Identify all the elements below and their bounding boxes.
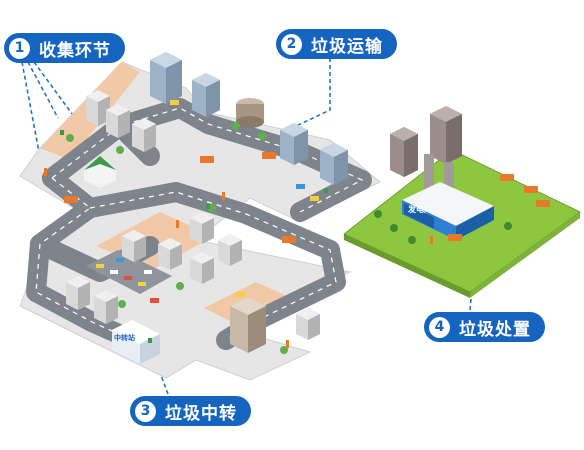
green-roof-house: [84, 156, 116, 188]
building: [218, 234, 242, 266]
building: [190, 252, 214, 284]
step-2-transport: 2 垃圾运输: [276, 29, 397, 59]
worker: [176, 220, 179, 228]
parked-car: [124, 276, 132, 280]
step-number: 2: [281, 33, 302, 55]
parked-car: [96, 264, 104, 268]
trash-bin: [148, 338, 152, 343]
building: [320, 143, 348, 185]
worker: [222, 192, 225, 200]
rotunda-building: [236, 98, 264, 128]
step-number: 4: [429, 316, 450, 338]
step-label: 垃圾中转: [165, 403, 237, 424]
car: [296, 184, 305, 189]
trash-bin: [324, 188, 328, 193]
building: [280, 123, 308, 165]
parked-car: [144, 270, 152, 274]
building: [66, 276, 90, 310]
tall-office-building: [230, 297, 266, 353]
city-buildings: [66, 52, 348, 353]
disposal-trucks: [430, 174, 550, 244]
step-4-disposal: 4 垃圾处置: [424, 312, 545, 342]
garbage-truck: [500, 174, 514, 181]
building: [150, 52, 182, 104]
disposal-site: 发电厂: [343, 106, 581, 298]
building: [132, 118, 156, 152]
trash-bin: [206, 204, 210, 209]
chimney: [424, 154, 434, 194]
vehicles: [64, 100, 319, 303]
building: [94, 290, 118, 324]
building: [192, 73, 220, 117]
car: [170, 100, 179, 105]
worker: [430, 236, 433, 244]
garbage-truck: [536, 200, 550, 207]
power-plant-sign: 发电厂: [407, 204, 432, 214]
trash-bin: [60, 130, 64, 135]
parking-lot: [86, 250, 172, 294]
connector-step2: [291, 58, 331, 129]
garbage-truck: [64, 196, 78, 203]
transfer-station-sign: 中转站: [114, 333, 135, 342]
building: [296, 308, 320, 340]
garbage-truck: [262, 152, 276, 159]
garbage-truck: [200, 156, 214, 163]
power-plant-building: 发电厂: [402, 182, 494, 240]
step-label: 垃圾运输: [311, 36, 383, 57]
building: [190, 212, 214, 244]
car: [236, 292, 245, 297]
plant-tower: [390, 127, 418, 177]
step-label: 收集环节: [39, 40, 111, 61]
garbage-truck: [282, 236, 296, 243]
parked-car: [138, 282, 146, 286]
garbage-truck: [448, 234, 462, 241]
worker: [44, 168, 47, 176]
plant-tower: [430, 106, 462, 164]
connector-step1-c: [33, 61, 79, 123]
disposal-trees: [374, 210, 512, 244]
parked-car: [110, 270, 118, 274]
step-number: 1: [9, 37, 30, 59]
bins-and-workers: [44, 130, 328, 348]
building: [158, 238, 182, 270]
garbage-truck: [524, 186, 538, 193]
connector-step1-b: [21, 61, 43, 169]
step-number: 3: [135, 400, 156, 422]
step-3-transfer: 3 垃圾中转: [130, 396, 251, 426]
car: [310, 196, 319, 201]
road-markings: [35, 107, 364, 349]
parked-car: [116, 258, 124, 262]
worker: [286, 340, 289, 348]
car: [150, 298, 159, 303]
chimney: [444, 162, 454, 196]
building: [122, 230, 146, 262]
step-1-collection: 1 收集环节: [4, 33, 125, 63]
step-label: 垃圾处置: [459, 319, 531, 340]
building: [106, 104, 130, 138]
connector-step1-a: [27, 61, 59, 119]
